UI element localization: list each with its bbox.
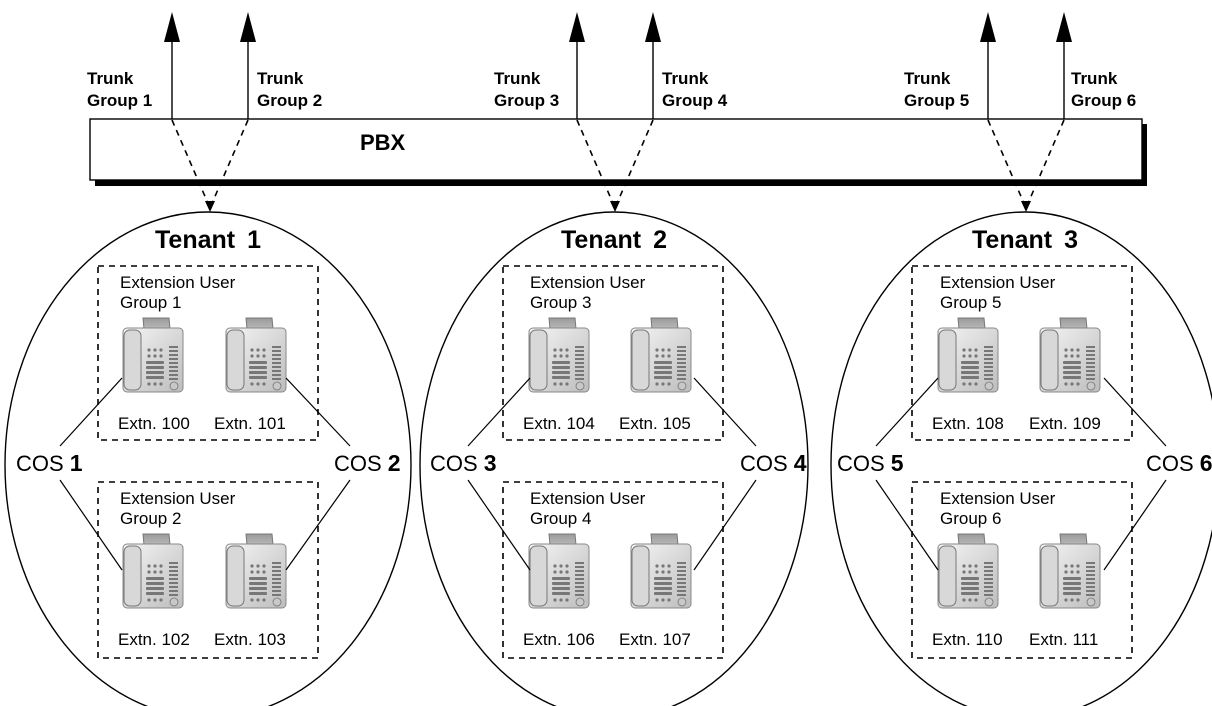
cos-4-links [693,377,757,571]
trunk-group-1-line1: Trunk [87,69,134,88]
trunk-group-2-line1: Trunk [257,69,304,88]
extn-108-label: Extn. 108 [932,414,1004,433]
group-6-line1: Extension User [940,489,1056,508]
group-1-line2: Group 1 [120,293,181,312]
extn-100-label: Extn. 100 [118,414,190,433]
extn-104-label: Extn. 104 [523,414,595,433]
cos-5-links [875,377,939,571]
phone-extn-109-icon [1039,317,1101,393]
group-2-line1: Extension User [120,489,236,508]
phone-extn-103-icon [225,533,287,609]
phone-extn-101-icon [225,317,287,393]
group-1-line1: Extension User [120,273,236,292]
trunk-group-5-line2: Group 5 [904,91,969,110]
phone-extn-107-icon [630,533,692,609]
extension-user-group-5: Extension User Group 5 Extn. 108 Extn. 1… [911,265,1133,441]
cos-2-links [285,377,351,571]
group-4-line2: Group 4 [530,509,591,528]
trunk-group-1-line2: Group 1 [87,91,152,110]
extn-107-label: Extn. 107 [619,630,691,649]
trunk-group-2-label: Trunk Group 2 [257,69,322,110]
extn-102-label: Extn. 102 [118,630,190,649]
trunk-tenant-links [171,119,1065,212]
phone-extn-111-icon [1039,533,1101,609]
pbx-box: PBX [89,118,1147,186]
trunk-group-4-label: Trunk Group 4 [662,69,728,110]
trunk-group-1-label: Trunk Group 1 [87,69,152,110]
extension-user-group-4: Extension User Group 4 Extn. 106 Extn. 1… [502,481,724,659]
extn-110-label: Extn. 110 [932,630,1003,649]
cos-1-links [59,377,123,571]
pbx-label: PBX [360,130,406,155]
extn-106-label: Extn. 106 [523,630,595,649]
group-5-line1: Extension User [940,273,1056,292]
trunk-group-4-line1: Trunk [662,69,709,88]
trunk-group-3-label: Trunk Group 3 [494,69,559,110]
group-2-line2: Group 2 [120,509,181,528]
phone-extn-110-icon [937,533,999,609]
phone-extn-105-icon [630,317,692,393]
extension-user-group-2: Extension User Group 2 Extn. 102 Extn. 1… [97,481,319,659]
extension-user-group-6: Extension User Group 6 Extn. 110 Extn. 1… [911,481,1133,659]
trunk-group-3-line1: Trunk [494,69,541,88]
extn-101-label: Extn. 101 [214,414,286,433]
trunk-group-6-line1: Trunk [1071,69,1118,88]
phone-extn-108-icon [937,317,999,393]
extn-109-label: Extn. 109 [1029,414,1101,433]
extension-user-group-1: Extension User Group 1 Extn. 100 Extn. 1… [97,265,319,441]
tenant-1-boundary [4,211,412,706]
trunk-arrows [164,12,1072,120]
trunk-group-3-line2: Group 3 [494,91,559,110]
extn-111-label: Extn. 111 [1029,630,1098,649]
group-6-line2: Group 6 [940,509,1001,528]
trunk-group-5-line1: Trunk [904,69,951,88]
cos-6-links [1103,377,1167,571]
cos-3-links [467,377,531,571]
extension-user-group-3: Extension User Group 3 Extn. 104 Extn. 1… [502,265,724,441]
trunk-group-4-line2: Group 4 [662,91,728,110]
trunk-group-2-line2: Group 2 [257,91,322,110]
trunk-group-5-label: Trunk Group 5 [904,69,969,110]
extn-105-label: Extn. 105 [619,414,691,433]
group-5-line2: Group 5 [940,293,1001,312]
phone-extn-104-icon [528,317,590,393]
group-4-line1: Extension User [530,489,646,508]
phone-extn-102-icon [122,533,184,609]
group-3-line1: Extension User [530,273,646,292]
trunk-group-6-label: Trunk Group 6 [1071,69,1136,110]
tenant-2-boundary [419,211,809,706]
extn-103-label: Extn. 103 [214,630,286,649]
group-3-line2: Group 3 [530,293,591,312]
tenant-3-boundary [830,211,1212,706]
phone-extn-106-icon [528,533,590,609]
phone-extn-100-icon [122,317,184,393]
trunk-group-6-line2: Group 6 [1071,91,1136,110]
